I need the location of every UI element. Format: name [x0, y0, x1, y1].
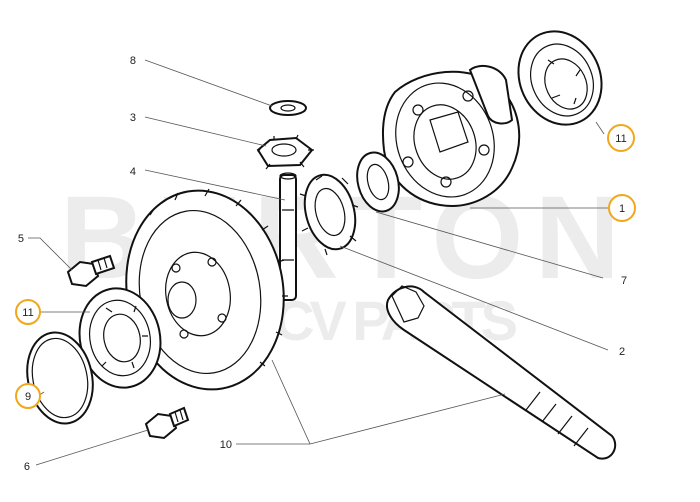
- leader-lines: [28, 59, 609, 466]
- cross-shaft: [279, 172, 297, 301]
- bearing-right: [517, 30, 603, 126]
- thrust-washer: [356, 151, 400, 213]
- callout-ring-11-right: [607, 124, 635, 152]
- callout-ring-11-left: [15, 299, 41, 325]
- callout-label-3: 3: [130, 112, 136, 124]
- callout-ring-1: [608, 194, 636, 222]
- small-washer: [269, 100, 307, 116]
- callout-label-9: 9: [25, 391, 31, 403]
- callout-label-11-left: 11: [22, 307, 33, 319]
- callout-label-1: 1: [619, 203, 625, 215]
- callout-label-10: 10: [220, 439, 232, 451]
- callout-label-6: 6: [24, 461, 30, 473]
- differential-housing: [381, 64, 521, 207]
- planet-pinion: [256, 134, 314, 170]
- callout-label-4: 4: [130, 166, 136, 178]
- side-gear: [299, 173, 359, 256]
- callouts: 8 3 4 5 11 9 6 10 11 1 7 2: [15, 55, 636, 473]
- pinion-shaft: [386, 285, 617, 460]
- shim-ring: [26, 331, 94, 425]
- callout-label-11-right: 11: [615, 133, 626, 145]
- callout-label-7: 7: [621, 275, 627, 287]
- bolt-upper: [66, 254, 116, 288]
- callout-label-8: 8: [130, 55, 136, 67]
- callout-label-5: 5: [18, 233, 24, 245]
- bolt-lower: [144, 406, 190, 440]
- bearing-left: [78, 287, 162, 389]
- callout-ring-9: [15, 383, 41, 409]
- callout-label-2: 2: [619, 346, 625, 358]
